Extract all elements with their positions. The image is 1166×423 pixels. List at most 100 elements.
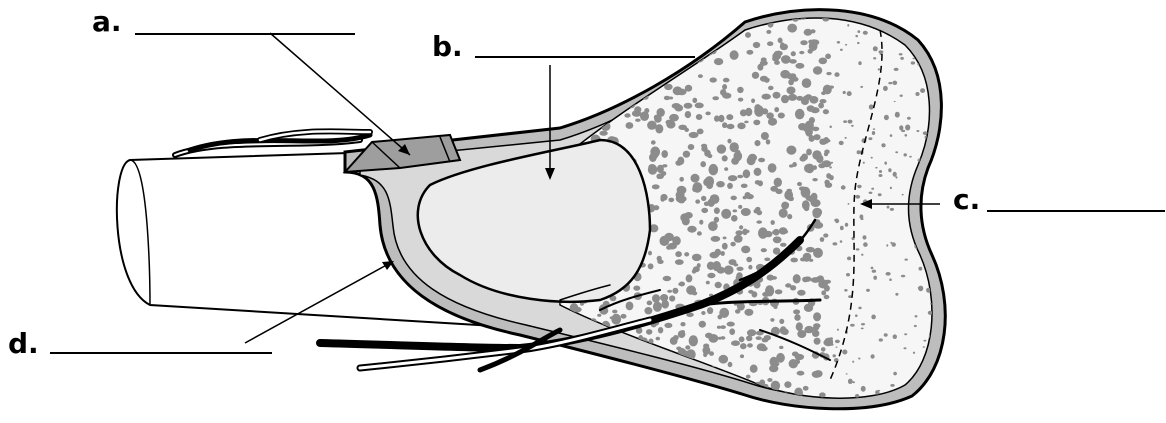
trabecular-dot [563,99,570,106]
trabecular-dot [644,307,652,314]
trabecular-dot [738,403,746,409]
trabecular-dot [813,165,817,170]
trabecular-dot [927,390,931,394]
trabecular-dot [585,25,594,31]
trabecular-dot [664,396,671,402]
trabecular-dot [792,352,799,357]
trabecular-dot [893,11,898,15]
trabecular-dot [697,263,701,268]
trabecular-dot [652,294,660,303]
trabecular-dot [787,214,792,219]
trabecular-dot [740,343,747,349]
trabecular-dot [871,267,874,270]
trabecular-dot [663,19,672,28]
trabecular-dot [681,383,688,390]
trabecular-dot [796,96,803,101]
trabecular-dot [823,109,829,114]
answer-line-b[interactable] [475,56,695,58]
trabecular-dot [845,44,847,46]
trabecular-dot [873,128,875,130]
trabecular-dot [631,407,636,412]
trabecular-dot [673,86,683,95]
trabecular-dot [774,51,783,57]
trabecular-dot [750,402,756,407]
trabecular-dot [605,84,610,88]
trabecular-dot [915,28,919,32]
trabecular-dot [863,235,867,239]
trabecular-dot [812,150,821,160]
trabecular-dot [669,295,675,301]
trabecular-dot [840,226,844,230]
trabecular-dot [775,289,783,294]
trabecular-dot [820,237,825,242]
trabecular-dot [724,265,734,274]
trabecular-dot [621,314,627,319]
trabecular-dot [596,60,604,65]
trabecular-dot [780,326,787,334]
trabecular-dot [597,314,601,317]
trabecular-dot [590,39,595,44]
trabecular-dot [651,21,659,27]
trabecular-dot [799,51,804,54]
trabecular-dot [869,192,873,194]
trabecular-dot [729,18,738,29]
trabecular-dot [884,162,887,165]
trabecular-dot [920,397,922,399]
trabecular-dot [561,94,566,100]
trabecular-dot [572,106,579,114]
trabecular-dot [852,361,854,363]
trabecular-dot [578,377,585,383]
label-a: a. [92,8,122,36]
trabecular-dot [871,188,874,190]
trabecular-dot [768,86,774,90]
trabecular-dot [695,103,704,109]
trabecular-dot [728,362,733,367]
trabecular-dot [812,40,819,46]
trabecular-dot [646,329,652,335]
trabecular-dot [845,223,848,227]
trabecular-dot [803,253,812,261]
label-b: b. [432,33,463,61]
answer-line-d[interactable] [50,352,272,354]
trabecular-dot [930,208,933,211]
trabecular-dot [608,370,613,376]
trabecular-dot [771,276,777,280]
trabecular-dot [667,392,674,399]
answer-line-c[interactable] [987,210,1165,212]
trabecular-dot [797,371,805,376]
trabecular-dot [800,40,807,45]
trabecular-dot [809,117,815,124]
trabecular-dot [788,94,797,101]
answer-line-a[interactable] [135,33,355,35]
trabecular-dot [821,91,826,95]
trabecular-dot [904,153,907,156]
trabecular-dot [648,263,654,269]
trabecular-dot [574,70,583,78]
trabecular-dot [794,314,800,321]
trabecular-dot [715,282,722,288]
trabecular-dot [737,87,744,93]
trabecular-dot [675,259,684,265]
trabecular-dot [689,335,698,346]
trabecular-dot [567,369,575,378]
trabecular-dot [733,209,738,212]
trabecular-dot [780,42,784,47]
trabecular-dot [686,274,693,282]
trabecular-dot [678,330,686,338]
trabecular-dot [888,168,891,172]
trabecular-dot [911,61,915,64]
trabecular-dot [722,122,727,128]
trabecular-dot [871,315,876,320]
trabecular-dot [722,155,728,161]
trabecular-dot [790,258,798,263]
trabecular-dot [739,225,743,229]
trabecular-dot [745,108,752,116]
trabecular-dot [907,117,911,120]
trabecular-dot [893,172,897,177]
trabecular-dot [858,307,861,310]
trabecular-dot [918,286,923,292]
trabecular-dot [781,95,789,103]
trabecular-dot [747,156,756,165]
trabecular-dot [701,27,711,36]
trabecular-dot [847,24,849,27]
